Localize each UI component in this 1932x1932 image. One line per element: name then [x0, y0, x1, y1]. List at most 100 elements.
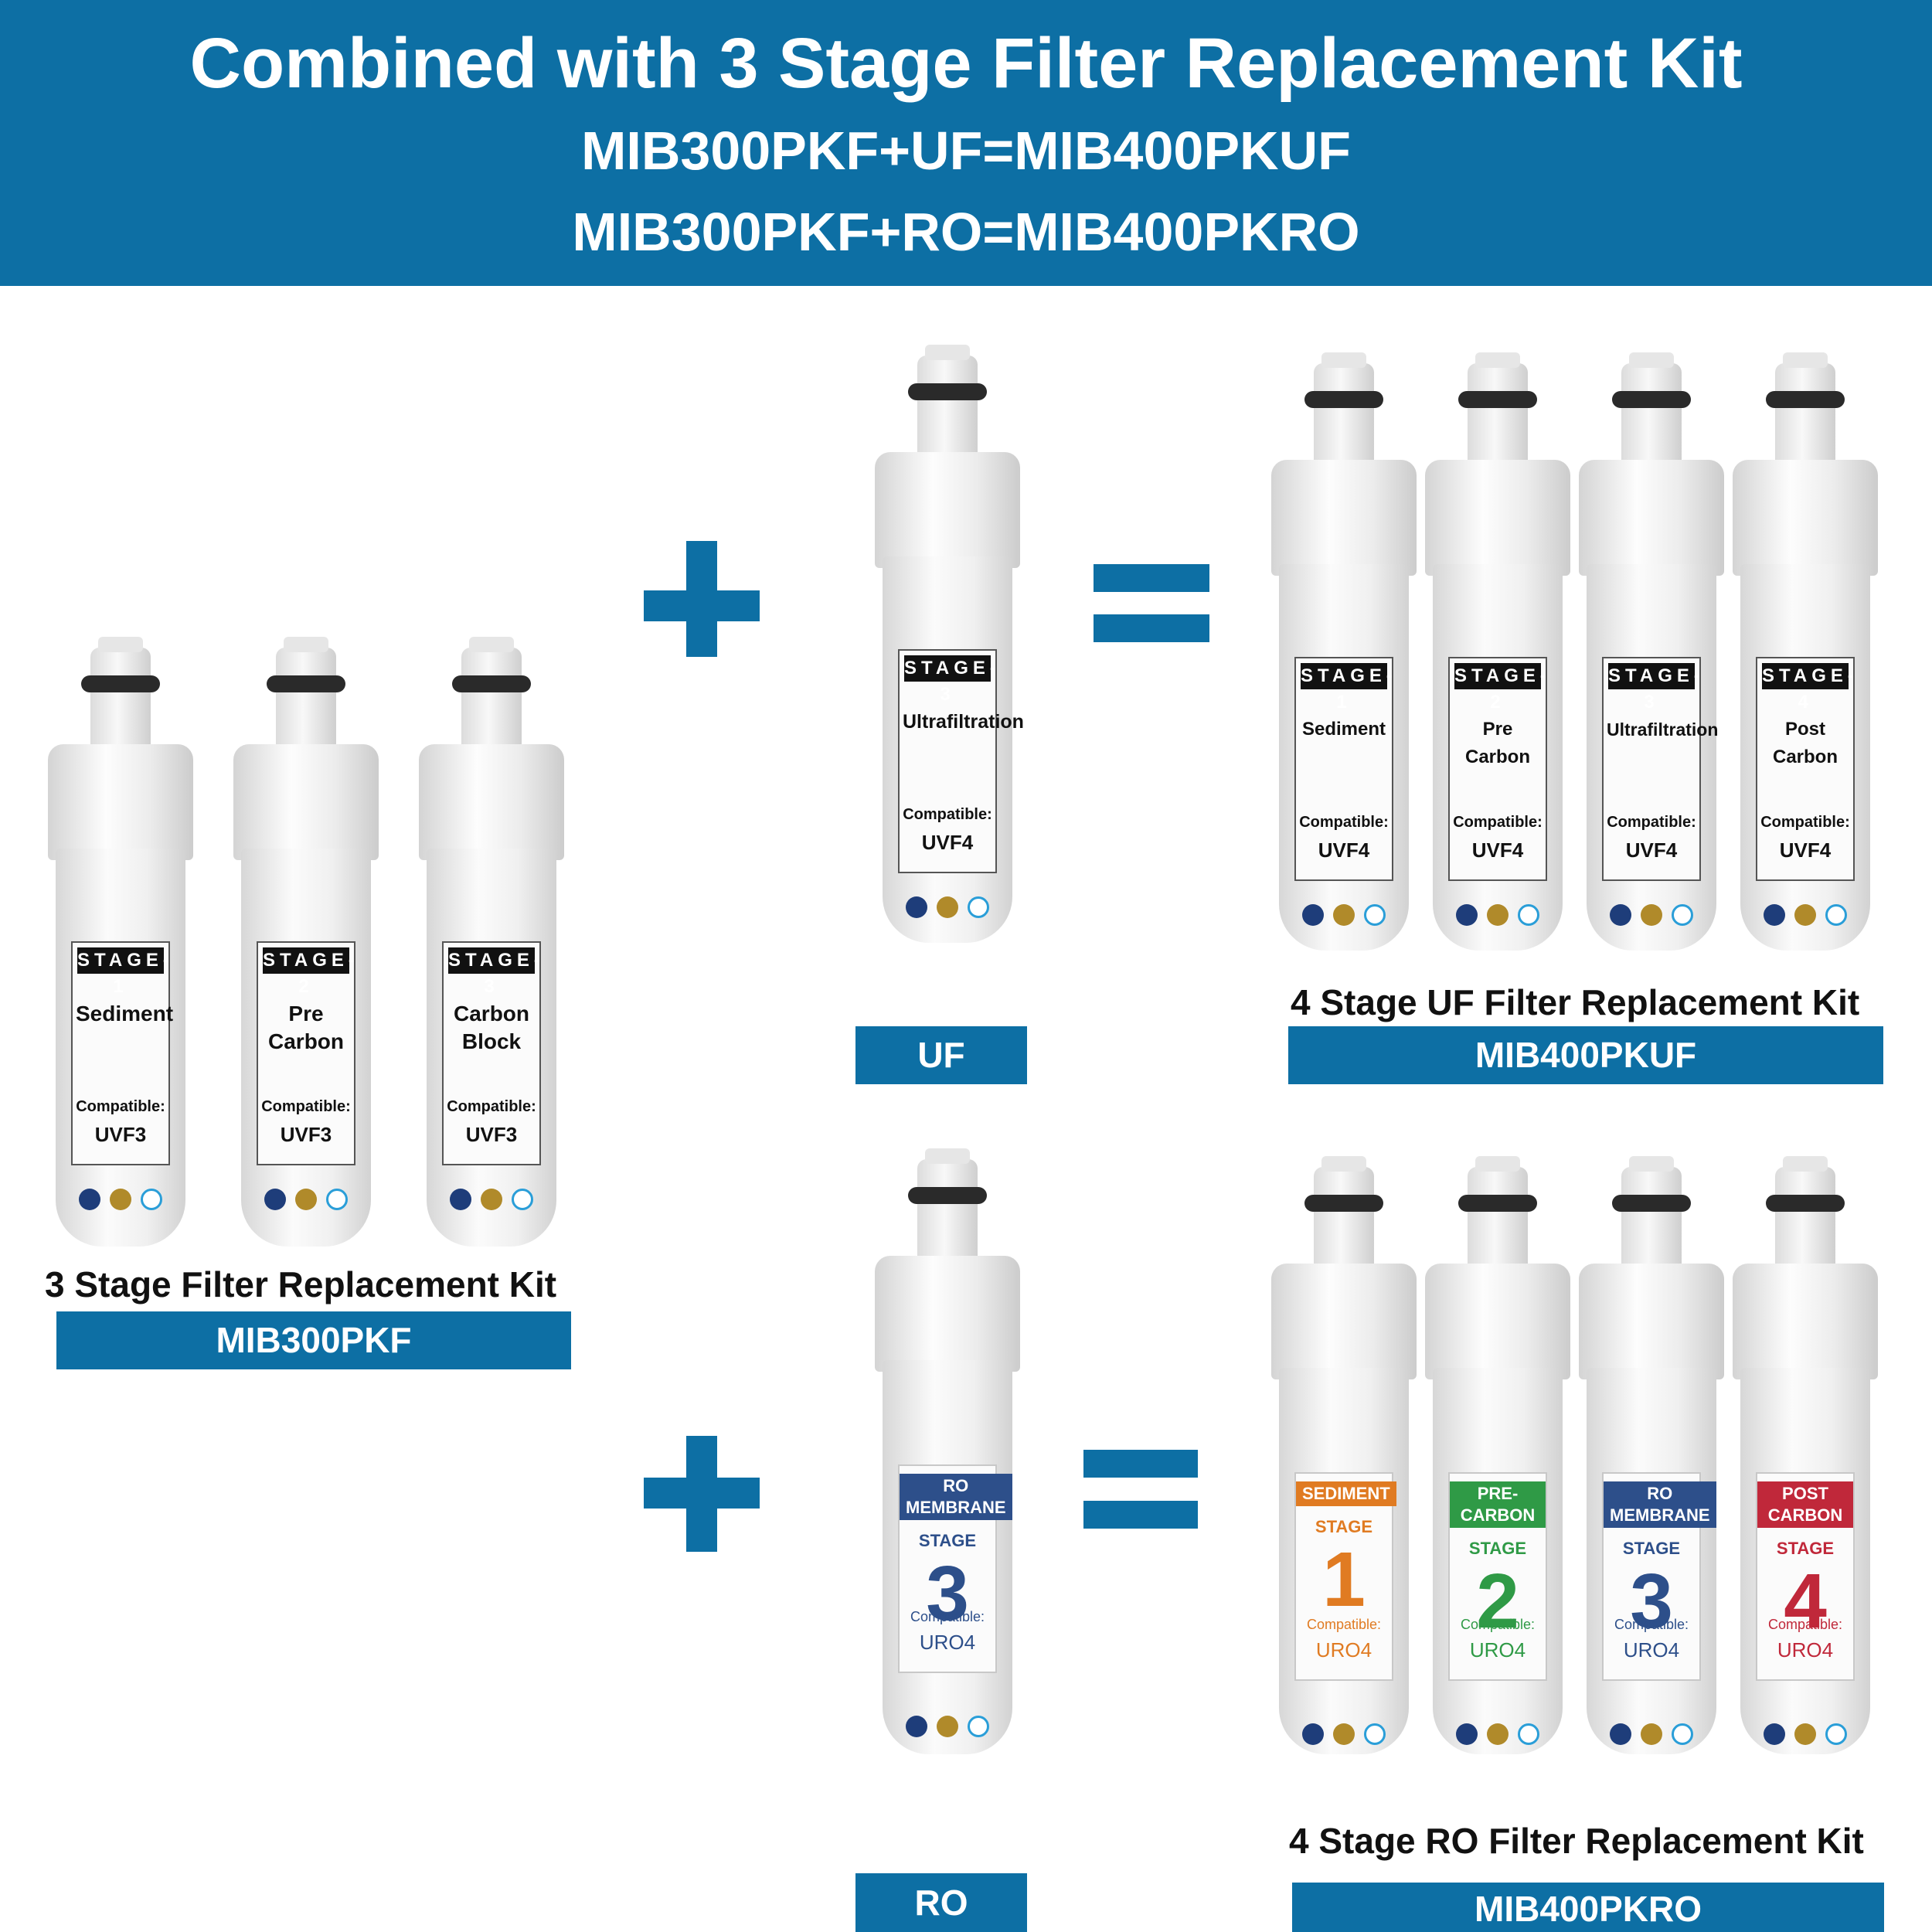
filter-collar [1425, 460, 1570, 576]
filter-label: STAGE-2 Pre Carbon Compatible: UVF3 [257, 941, 355, 1165]
filter-name: Pre Carbon [1465, 719, 1530, 767]
stage-number: 3 [1630, 1558, 1673, 1645]
compatible-value: UVF3 [280, 1123, 332, 1146]
header-banner: Combined with 3 Stage Filter Replacement… [0, 0, 1932, 286]
left-kit-code: MIB300PKF [56, 1311, 571, 1369]
filter-label: STAGE-1 Sediment Compatible: UVF4 [1294, 657, 1393, 881]
water-drop-icon [1672, 904, 1693, 926]
cert-badges [1301, 1723, 1387, 1754]
nsf-icon [1456, 1723, 1478, 1745]
nsf-icon [1764, 904, 1785, 926]
filter-cap [1612, 352, 1691, 471]
filter-name: Pre Carbon [268, 1002, 344, 1053]
compatible-value: UVF3 [465, 1123, 518, 1146]
filter-cartridge: STAGE-3 Ultrafiltration Compatible: UVF4 [875, 345, 1024, 943]
seal-icon [1641, 1723, 1662, 1745]
stage-tag: SEDIMENT [1296, 1481, 1396, 1506]
filter-name: Post Carbon [1773, 719, 1838, 767]
filter-collar [48, 744, 193, 860]
compatible-label: Compatible: [447, 1098, 536, 1115]
cert-badges [1762, 904, 1849, 935]
filter-body: STAGE-2 Pre Carbon Compatible: UVF3 [241, 849, 371, 1247]
cert-badges [448, 1189, 535, 1219]
filter-cap [1458, 1156, 1537, 1275]
water-drop-icon [1364, 1723, 1386, 1745]
compatible-value: URO4 [1469, 1638, 1526, 1662]
filter-cap [908, 1148, 987, 1267]
seal-icon [1641, 904, 1662, 926]
compatible-value: UVF4 [1625, 838, 1678, 862]
filter-cartridge: PRE-CARBON STAGE 2 Compatible: URO4 [1425, 1156, 1570, 1754]
filter-cartridge: STAGE-1 Sediment Compatible: UVF4 [1271, 352, 1417, 951]
equals-icon-top [1094, 564, 1209, 592]
filter-cap [81, 637, 160, 756]
filter-cap [1766, 352, 1845, 471]
stage-band: STAGE-3 [1608, 663, 1700, 713]
water-drop-icon [1825, 1723, 1847, 1745]
filter-collar [1733, 1264, 1878, 1379]
filter-label: STAGE-3 Ultrafiltration Compatible: UVF4 [1602, 657, 1719, 881]
filter-cartridge: STAGE-3 Ultrafiltration Compatible: UVF4 [1579, 352, 1724, 951]
compatible-label: Compatible: [903, 806, 992, 823]
cert-badges [263, 1189, 349, 1219]
compatible-value: URO4 [1315, 1638, 1372, 1662]
page-title: Combined with 3 Stage Filter Replacement… [189, 24, 1743, 103]
filter-cartridge: RO MEMBRANE STAGE 3 Compatible: URO4 [1579, 1156, 1724, 1754]
filter-cap [267, 637, 345, 756]
compatible-value: UVF3 [94, 1123, 147, 1146]
nsf-icon [1764, 1723, 1785, 1745]
filter-cartridge: STAGE-1 Sediment Compatible: UVF3 [48, 637, 193, 1247]
cert-badges [1608, 1723, 1695, 1754]
filter-collar [1271, 1264, 1417, 1379]
compatible-label: Compatible: [1767, 1617, 1843, 1632]
filter-label: SEDIMENT STAGE 1 Compatible: URO4 [1294, 1472, 1396, 1681]
filter-cap [1766, 1156, 1845, 1275]
nsf-icon [79, 1189, 100, 1210]
compatible-label: Compatible: [261, 1098, 351, 1115]
seal-icon [295, 1189, 317, 1210]
stage-text: STAGE [1622, 1539, 1681, 1558]
filter-cartridge: STAGE-3 Carbon Block Compatible: UVF3 [419, 637, 564, 1247]
filter-body: STAGE-2 Pre Carbon Compatible: UVF4 [1433, 564, 1563, 951]
filter-body: STAGE-3 Carbon Block Compatible: UVF3 [427, 849, 556, 1247]
compatible-label: Compatible: [1453, 814, 1543, 831]
stage-band: STAGE-1 [77, 947, 169, 997]
stage-band: STAGE-3 [904, 655, 996, 705]
filter-body: STAGE-4 Post Carbon Compatible: UVF4 [1740, 564, 1870, 951]
filter-name: Ultrafiltration [1607, 719, 1719, 740]
nsf-icon [1610, 904, 1631, 926]
water-drop-icon [968, 896, 989, 918]
cert-badges [1301, 904, 1387, 935]
stage-tag: POST CARBON [1757, 1481, 1853, 1528]
stage-number: 2 [1476, 1558, 1519, 1645]
filter-label: POST CARBON STAGE 4 Compatible: URO4 [1756, 1472, 1855, 1681]
water-drop-icon [512, 1189, 533, 1210]
filter-body: SEDIMENT STAGE 1 Compatible: URO4 [1279, 1368, 1409, 1754]
cert-badges [1762, 1723, 1849, 1754]
stage-band: STAGE-2 [263, 947, 355, 997]
filter-label: STAGE-1 Sediment Compatible: UVF3 [71, 941, 173, 1165]
filter-label: STAGE-3 Ultrafiltration Compatible: UVF4 [898, 649, 1024, 873]
seal-icon [1487, 1723, 1509, 1745]
stage-number: 4 [1784, 1558, 1827, 1645]
filter-cap [908, 345, 987, 464]
filter-cap [1458, 352, 1537, 471]
ro-formula: MIB300PKF+RO=MIB400PKRO [572, 202, 1360, 262]
nsf-icon [1302, 1723, 1324, 1745]
nsf-icon [264, 1189, 286, 1210]
stage-band: STAGE-2 [1454, 663, 1546, 713]
filter-name: Ultrafiltration [903, 711, 1024, 733]
filter-label: RO MEMBRANE STAGE 3 Compatible: URO4 [898, 1464, 1012, 1673]
compatible-value: UVF4 [1471, 838, 1524, 862]
filter-body: STAGE-3 Ultrafiltration Compatible: UVF4 [883, 556, 1024, 943]
filter-label: RO MEMBRANE STAGE 3 Compatible: URO4 [1602, 1472, 1716, 1681]
stage-band: STAGE-4 [1762, 663, 1854, 713]
cert-badges [77, 1189, 164, 1219]
compatible-value: URO4 [1623, 1638, 1680, 1662]
seal-icon [1333, 904, 1355, 926]
filter-body: STAGE-1 Sediment Compatible: UVF3 [56, 849, 185, 1247]
seal-icon [481, 1189, 502, 1210]
ro-kit-title: 4 Stage RO Filter Replacement Kit [1289, 1821, 1864, 1861]
seal-icon [1794, 1723, 1816, 1745]
equals-icon-bottom [1083, 1501, 1198, 1529]
